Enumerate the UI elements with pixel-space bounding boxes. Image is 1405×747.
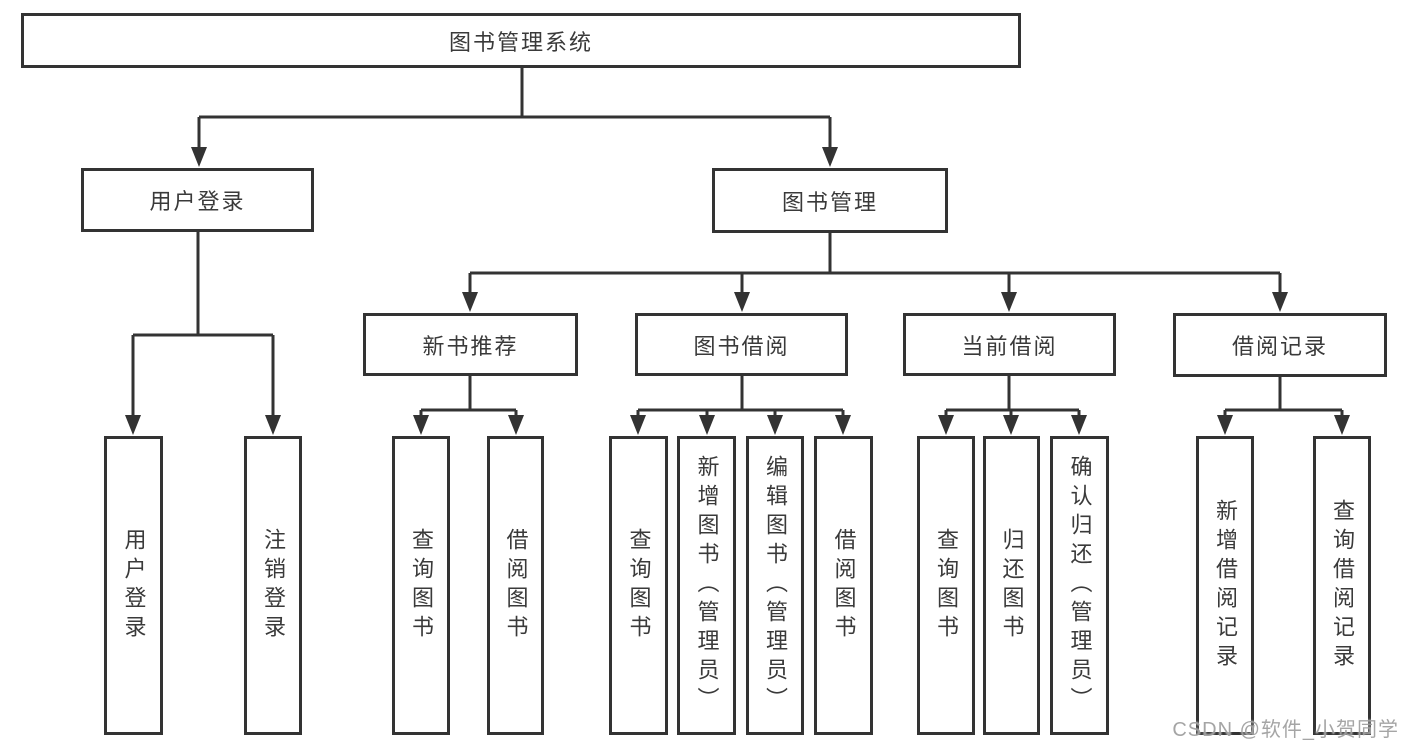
leaf-query-books-recommend-label: 查询图书 <box>409 527 434 644</box>
arrowhead <box>1272 292 1288 312</box>
arrowhead <box>767 415 783 435</box>
edge-current-borrow-children <box>944 376 1081 420</box>
leaf-return-books: 归还图书 <box>983 436 1040 735</box>
leaf-user-login: 用户登录 <box>104 436 163 735</box>
arrowhead <box>938 415 954 435</box>
leaf-logout-login: 注销登录 <box>244 436 302 735</box>
edge-user-login-children <box>131 232 275 420</box>
leaf-borrow-books-label: 借阅图书 <box>831 527 857 644</box>
edge-book-borrow-children <box>636 376 845 420</box>
leaf-edit-books-admin: 编辑图书（管理员） <box>746 436 804 735</box>
leaf-edit-books-admin-label: 编辑图书（管理员） <box>763 455 788 716</box>
arrowhead <box>835 415 851 435</box>
leaf-add-borrow-record: 新增借阅记录 <box>1196 436 1254 735</box>
arrowhead <box>699 415 715 435</box>
node-library-system: 图书管理系统 <box>21 13 1021 68</box>
leaf-add-books-admin-label: 新增图书（管理员） <box>694 455 720 716</box>
leaf-borrow-books-recommend: 借阅图书 <box>487 436 544 735</box>
arrowhead <box>822 147 838 167</box>
leaf-add-borrow-record-label: 新增借阅记录 <box>1213 498 1238 673</box>
edge-borrow-record-children <box>1223 376 1344 420</box>
arrowhead <box>1334 415 1350 435</box>
leaf-query-borrow-record: 查询借阅记录 <box>1313 436 1371 735</box>
arrowhead <box>191 147 207 167</box>
edge-root-to-level1 <box>197 68 832 152</box>
node-book-management: 图书管理 <box>712 168 948 233</box>
arrowhead <box>508 415 524 435</box>
arrowhead <box>413 415 429 435</box>
node-borrow-record: 借阅记录 <box>1173 313 1387 377</box>
csdn-watermark: CSDN @软件_小贺同学 <box>1172 719 1399 741</box>
edge-new-book-rec-children <box>419 376 518 420</box>
node-new-book-recommend: 新书推荐 <box>363 313 578 376</box>
leaf-query-books-current-label: 查询图书 <box>934 527 959 644</box>
arrowhead <box>734 292 750 312</box>
arrowhead <box>1001 292 1017 312</box>
leaf-query-books-recommend: 查询图书 <box>392 436 450 735</box>
leaf-query-books-borrow-label: 查询图书 <box>626 527 652 644</box>
leaf-query-books-borrow: 查询图书 <box>609 436 668 735</box>
leaf-logout-login-label: 注销登录 <box>261 527 286 644</box>
leaf-query-books-current: 查询图书 <box>917 436 975 735</box>
leaf-borrow-books: 借阅图书 <box>814 436 873 735</box>
leaf-confirm-return-admin-label: 确认归还（管理员） <box>1067 455 1093 716</box>
arrowhead <box>630 415 646 435</box>
node-user-login: 用户登录 <box>81 168 314 232</box>
leaf-user-login-label: 用户登录 <box>121 527 147 644</box>
arrowhead <box>125 415 141 435</box>
arrowhead <box>265 415 281 435</box>
node-book-borrow: 图书借阅 <box>635 313 848 376</box>
leaf-return-books-label: 归还图书 <box>999 527 1025 644</box>
arrowhead <box>1071 415 1087 435</box>
arrowhead <box>1003 415 1019 435</box>
leaf-confirm-return-admin: 确认归还（管理员） <box>1050 436 1109 735</box>
edge-book-mgmt-children <box>468 233 1282 297</box>
arrowhead <box>1217 415 1233 435</box>
arrowhead <box>462 292 478 312</box>
leaf-borrow-books-recommend-label: 借阅图书 <box>503 527 529 644</box>
leaf-query-borrow-record-label: 查询借阅记录 <box>1330 498 1355 673</box>
node-current-borrow: 当前借阅 <box>903 313 1116 376</box>
leaf-add-books-admin: 新增图书（管理员） <box>677 436 736 735</box>
